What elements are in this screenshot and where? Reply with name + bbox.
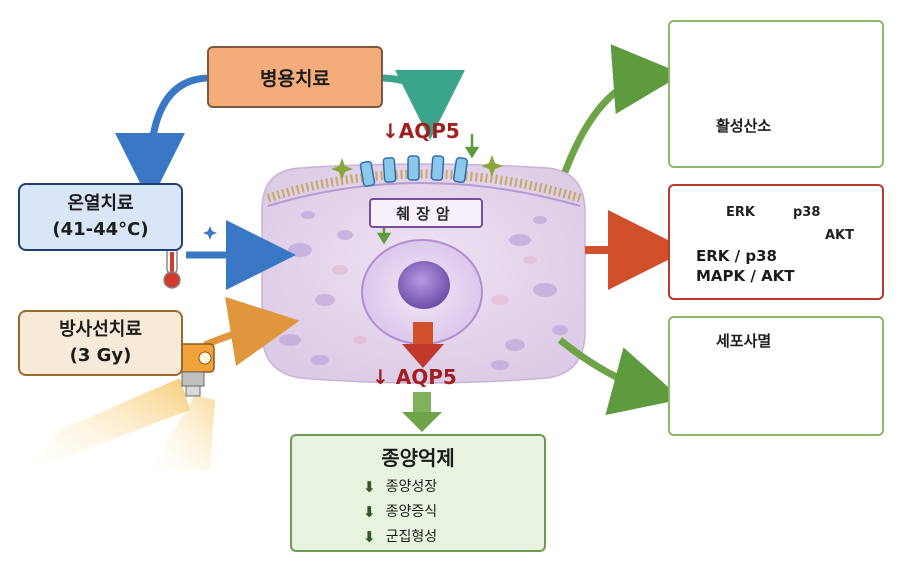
hyperthermia-temp: (41-44°C)	[52, 219, 149, 240]
hyperthermia-box: 온열치료 (41-44°C)	[18, 183, 183, 251]
akt-marker: AKT	[825, 228, 855, 243]
tumor-inhibition-item-label: 종양성장	[385, 479, 438, 495]
tumor-inhibition-item-label: 종양증식	[385, 504, 438, 520]
radiation-label: 방사선치료	[59, 319, 142, 340]
tumor-inhibition-item: ⬇ 종양성장	[363, 475, 473, 500]
combined-therapy-box: 병용치료	[207, 46, 383, 108]
aqp5-channels	[359, 155, 468, 187]
sparkle-icons	[203, 155, 503, 240]
apoptosis-panel	[668, 316, 884, 436]
combined-therapy-label: 병용치료	[260, 67, 330, 90]
radiation-therapy-box: 방사선치료 (3 Gy)	[18, 310, 183, 376]
central-down-arrow	[402, 322, 444, 368]
arrow-to-ros-panel	[561, 44, 683, 174]
aqp5-bottom-label: ↓ AQP5	[372, 365, 457, 389]
radiation-device-icon	[30, 343, 215, 470]
down-arrow-icon: ⬇	[363, 478, 376, 496]
aqp5-bottom-arrow: ↓	[372, 365, 389, 389]
tumor-inhibition-item: ⬇ 종양증식	[363, 500, 473, 525]
down-arrow-icon: ⬇	[363, 528, 376, 546]
aqp5-top-arrow: ↓	[382, 119, 399, 143]
pathway-panel	[668, 184, 884, 300]
pathway-text: ERK / p38 MAPK / AKT	[696, 246, 795, 286]
aqp5-top-text: AQP5	[398, 119, 460, 143]
small-down-arrows	[376, 134, 480, 245]
tumor-inhibition-item-label: 군집형성	[385, 529, 438, 545]
tumor-tissue	[261, 163, 586, 384]
ros-label: 활성산소	[716, 117, 772, 135]
arrow-to-apoptosis-panel	[557, 337, 683, 415]
arrow-radiation-to-tissue	[203, 296, 300, 367]
pathway-line1: ERK / p38	[696, 247, 777, 265]
aqp5-bottom-text: AQP5	[395, 365, 457, 389]
arrow-combined-to-aqp5	[382, 69, 465, 140]
tumor-inhibition-item: ⬇ 군집형성	[363, 525, 473, 550]
arrow-combined-to-hyperthermia	[115, 74, 211, 203]
pathway-line2: MAPK / AKT	[696, 267, 795, 285]
hyperthermia-label: 온열치료	[67, 193, 134, 214]
tumor-inhibition-box: 종양억제 ⬇ 종양성장 ⬇ 종양증식 ⬇ 군집형성	[290, 434, 546, 552]
erk-marker: ERK	[726, 205, 755, 220]
ros-panel	[668, 20, 884, 168]
arrow-to-tumor-inhibition	[402, 392, 442, 432]
pancreatic-cancer-label: 췌장암	[369, 198, 483, 228]
radiation-dose: (3 Gy)	[69, 345, 132, 366]
p38-marker: p38	[793, 205, 821, 220]
apoptosis-label: 세포사멸	[716, 332, 772, 350]
aqp5-top-label: ↓AQP5	[382, 119, 460, 143]
tumor-inhibition-title: 종양억제	[381, 446, 455, 470]
down-arrow-icon: ⬇	[363, 503, 376, 521]
